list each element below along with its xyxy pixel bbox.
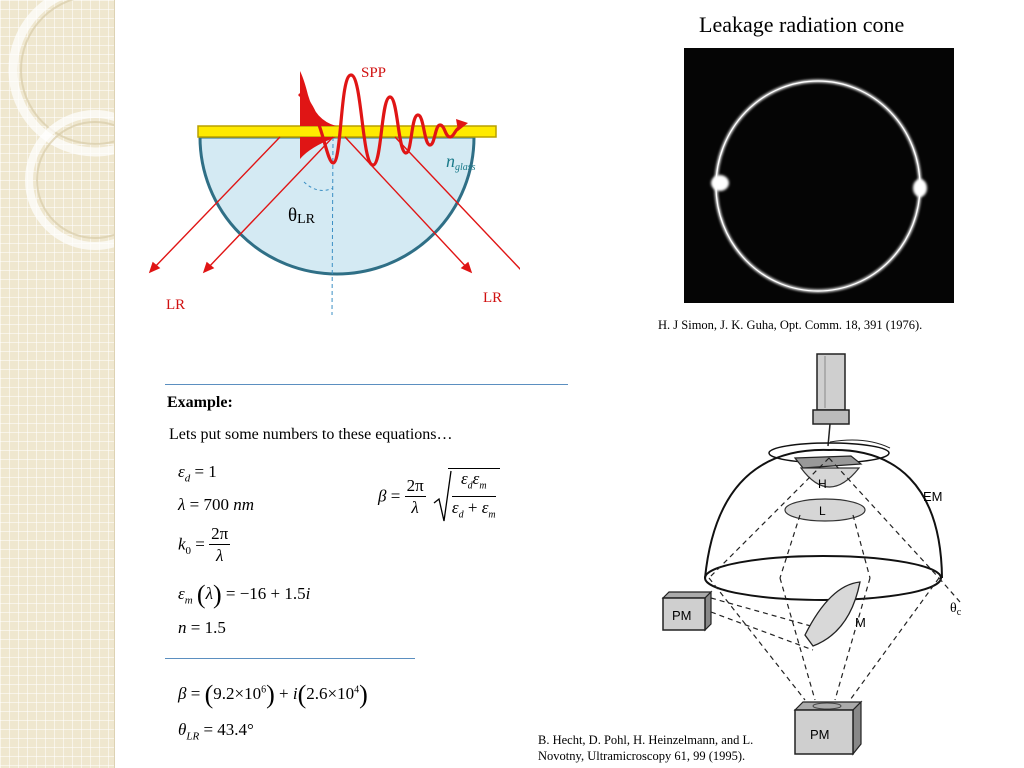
lr-ray-left-inner: [205, 136, 334, 271]
pm-bottom-box: [794, 709, 854, 755]
spp-field-profile: [300, 71, 336, 126]
citation-hecht: B. Hecht, D. Pohl, H. Heinzelmann, and L…: [538, 733, 754, 763]
example-intro: Lets put some numbers to these equations…: [169, 426, 453, 443]
leakage-ring-photo: [684, 48, 954, 303]
sample: [793, 455, 863, 469]
ellipsoidal-mirror: [704, 448, 943, 579]
pm-left-box: [662, 597, 706, 631]
divider-top: [165, 384, 568, 385]
decorative-rings: [8, 0, 114, 250]
tip-holder: [816, 353, 846, 411]
citation-simon: H. J Simon, J. K. Guha, Opt. Comm. 18, 3…: [658, 318, 923, 332]
sqrt-sign: [433, 471, 452, 522]
label-h: H: [818, 477, 827, 491]
lr-ray-right-outer: [394, 136, 520, 270]
metal-film: [197, 125, 497, 138]
label-m: M: [855, 615, 866, 630]
eq-beta-value: β = (9.2×106) + i(2.6×104): [178, 680, 368, 709]
label-pm-left: PM: [672, 608, 692, 623]
lens-h: [799, 467, 861, 488]
n-glass-label: nglass: [446, 151, 476, 173]
glass-hemisphere: [198, 135, 476, 276]
eq-lambda: λ = 700 nm: [178, 495, 254, 514]
divider-bottom: [165, 658, 415, 659]
microscope-setup-diagram: H L EM PM M θc PM: [661, 353, 962, 756]
eq-n: n = 1.5: [178, 618, 226, 637]
angle-arc: [303, 181, 334, 191]
spp-leakage-diagram: SPP nglass θLR LR LR: [148, 65, 520, 316]
lr-label-right: LR: [483, 290, 502, 306]
lr-ray-right-inner: [344, 136, 470, 271]
eq-eps-d: εd = 1: [178, 462, 217, 485]
theta-lr-label: θLR: [288, 205, 316, 227]
lr-label-left: LR: [166, 297, 185, 313]
spp-label: SPP: [361, 65, 386, 81]
label-pm-bottom: PM: [810, 727, 830, 742]
label-em: EM: [923, 489, 943, 504]
example-heading: Example:: [167, 394, 233, 411]
normal-line: [331, 136, 334, 316]
slide-title: Leakage radiation cone: [699, 12, 905, 37]
decorative-sidebar: [0, 0, 115, 768]
lens-l: [784, 498, 866, 522]
eq-theta-lr: θLR = 43.4°: [178, 720, 254, 743]
label-theta-c: θc: [950, 601, 962, 618]
spp-wave: [298, 73, 462, 167]
eq-eps-m: εm (λ) = −16 + 1.5i: [178, 580, 311, 609]
mirror-m: [804, 581, 861, 647]
lr-ray-left-outer: [151, 136, 281, 271]
label-l: L: [819, 504, 826, 518]
